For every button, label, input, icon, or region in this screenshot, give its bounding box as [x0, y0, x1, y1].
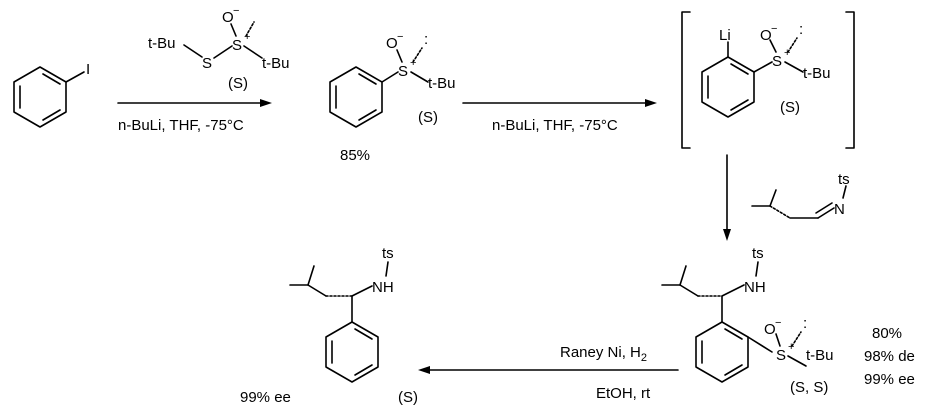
reagent-config: (S) — [228, 75, 248, 92]
imine-ts: ts — [838, 171, 850, 188]
arrow-step-4: Raney Ni, H2 EtOH, rt — [418, 344, 679, 402]
reagent-sulfur-2: S — [232, 37, 242, 54]
svg-text:+: + — [410, 57, 416, 69]
product2-nh: NH — [744, 279, 766, 296]
iodobenzene: I — [13, 61, 90, 128]
final-ts: ts — [382, 245, 394, 262]
product1-config: (S) — [418, 109, 438, 126]
product1-yield: 85% — [340, 147, 370, 164]
svg-text:+: + — [788, 341, 794, 353]
product1-oxygen: O — [386, 35, 398, 52]
sulfinyl-amine-product: NH ts S + O − : t-Bu (S, S) 80% 98% de 9… — [661, 245, 915, 396]
imine-nitrogen: N — [834, 201, 845, 218]
step2-conditions: n-BuLi, THF, -75°C — [492, 117, 618, 134]
lithium-label: Li — [719, 27, 731, 44]
final-ee: 99% ee — [240, 389, 291, 406]
product2-ts: ts — [752, 245, 764, 262]
product1-sulfur: S — [398, 63, 408, 80]
product2-sulfur: S — [776, 347, 786, 364]
arrow-step-1: n-BuLi, THF, -75°C — [117, 99, 272, 134]
svg-text:+: + — [784, 47, 790, 59]
lithiated-intermediate: Li S + O − : t-Bu (S) — [681, 11, 855, 149]
final-sulfonamide: NH ts (S) 99% ee — [240, 245, 418, 406]
final-config: (S) — [398, 389, 418, 406]
svg-text:−: − — [771, 23, 777, 35]
thiosulfinate-reagent: t-Bu S S + O − t-Bu (S) — [148, 5, 290, 92]
svg-text:−: − — [397, 31, 403, 43]
product2-de: 98% de — [864, 348, 915, 365]
svg-text:−: − — [775, 317, 781, 329]
svg-text::: : — [424, 31, 428, 48]
svg-text::: : — [803, 315, 807, 332]
final-nh: NH — [372, 279, 394, 296]
product2-config: (S, S) — [790, 379, 828, 396]
iodine-label: I — [86, 61, 90, 78]
arrow-step-3 — [723, 154, 731, 241]
intermediate-sulfur: S — [772, 53, 782, 70]
product2-yield: 80% — [872, 325, 902, 342]
step3-solvent: EtOH, rt — [596, 385, 651, 402]
intermediate-oxygen: O — [760, 27, 772, 44]
reagent-tbu-left: t-Bu — [148, 35, 176, 52]
intermediate-tbu: t-Bu — [803, 65, 831, 82]
product2-oxygen: O — [764, 321, 776, 338]
reagent-tbu-right: t-Bu — [262, 55, 290, 72]
svg-text::: : — [799, 21, 803, 38]
sulfonyl-imine: N ts — [751, 171, 850, 219]
step1-conditions: n-BuLi, THF, -75°C — [118, 117, 244, 134]
arrow-step-2: n-BuLi, THF, -75°C — [462, 99, 657, 134]
product2-tbu: t-Bu — [806, 347, 834, 364]
intermediate-config: (S) — [780, 99, 800, 116]
product1-tbu: t-Bu — [428, 75, 456, 92]
product2-ee: 99% ee — [864, 371, 915, 388]
svg-text:−: − — [233, 5, 239, 17]
svg-text:+: + — [244, 31, 250, 43]
step3-reagent: Raney Ni, H2 — [560, 344, 647, 364]
reagent-oxygen: O — [222, 9, 234, 26]
reagent-sulfur-1: S — [202, 55, 212, 72]
sulfoxide-product: S + O − : t-Bu (S) 85% — [329, 31, 456, 164]
